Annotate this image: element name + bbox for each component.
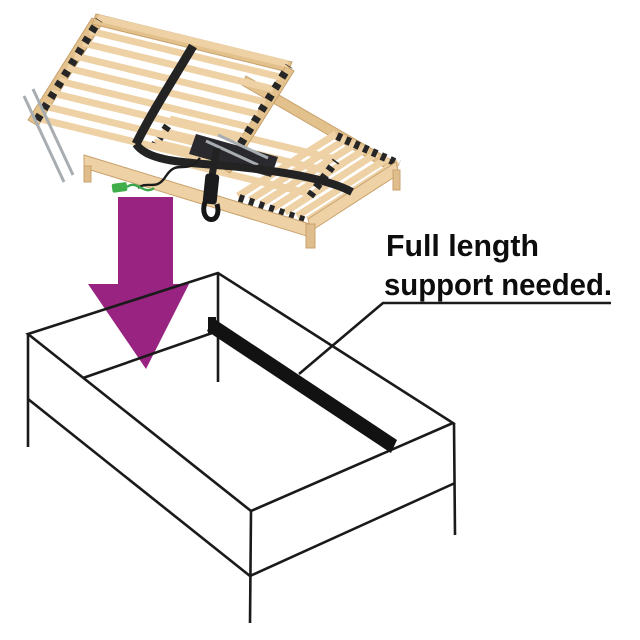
callout-leader-line: [298, 301, 611, 375]
remote-loop: [201, 201, 221, 222]
actuator-bar: [217, 133, 269, 160]
remote-strap: [208, 147, 221, 177]
frame-inner-floor-edge: [82, 330, 216, 380]
slatted-bed-base-image: [22, 13, 401, 249]
bed-foot-slat-caps-far: [335, 132, 401, 168]
power-cable: [137, 157, 201, 190]
frame-front-corner-edge: [248, 510, 253, 624]
green-plug: [111, 182, 128, 193]
bed-centre-strap: [131, 43, 197, 147]
callout-text-line2: support needed.: [384, 267, 612, 302]
bed-leg: [392, 169, 401, 191]
metal-bar: [22, 95, 66, 183]
callout-text-block: Full length support needed.: [384, 228, 612, 302]
bed-leg: [83, 165, 92, 183]
bed-metal-linkage: [22, 88, 75, 183]
bed-leg: [305, 223, 316, 249]
callout-text-line1: Full length: [386, 228, 539, 263]
metal-bar: [31, 88, 75, 176]
frame-right-wall-bottom: [249, 481, 456, 578]
bed-slat: [35, 114, 227, 168]
support-strip: [207, 317, 397, 453]
frame-left-wall-bottom: [27, 397, 251, 578]
bed-slat: [259, 140, 359, 207]
remote-handset: [202, 173, 220, 205]
support-strip-end-cap: [208, 317, 216, 333]
bed-slat: [248, 136, 348, 203]
bed-foot-slat-caps-near: [237, 194, 311, 226]
bed-seat-slat-caps-left: [143, 118, 175, 159]
bed-centre-strap: [132, 141, 354, 196]
bed-frame-outline: [25, 271, 457, 624]
plug-pigtail: [126, 183, 155, 192]
down-arrow: [88, 197, 189, 369]
frame-top-rim: [25, 271, 456, 513]
frame-right-corner-edge: [452, 422, 457, 536]
support-strip-bar: [207, 318, 397, 453]
actuator-bar: [205, 139, 259, 167]
bed-slat: [236, 131, 338, 199]
bed-slat: [97, 14, 289, 68]
